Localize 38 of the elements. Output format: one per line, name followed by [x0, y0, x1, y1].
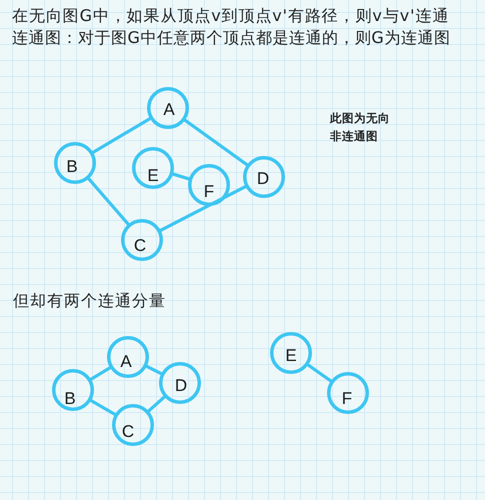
- vertex-label: A: [120, 352, 132, 370]
- vertex-circle: [327, 372, 369, 414]
- vertex-circle: [54, 142, 96, 184]
- note-text: 此图为无向非连通图: [330, 110, 390, 145]
- edge-line: [86, 177, 130, 226]
- edge-line: [146, 395, 166, 413]
- vertex-label: C: [122, 422, 134, 440]
- vertex-label: D: [256, 170, 270, 186]
- vertex-label: E: [285, 346, 297, 364]
- edge-line: [145, 364, 163, 376]
- vertex-circle: [112, 404, 154, 446]
- vertex-label: D: [174, 376, 188, 394]
- vertex-label: B: [64, 390, 76, 406]
- vertex-circle: [107, 336, 149, 378]
- heading-text: 但却有两个连通分量: [13, 291, 166, 310]
- description-text: 连通图：对于图G中任意两个顶点都是连通的，则G为连通图: [12, 28, 450, 48]
- vertex-label: C: [134, 236, 146, 254]
- edge-line: [89, 366, 112, 382]
- description-text: 在无向图G中，如果从顶点v到顶点v'有路径，则v与v'连通: [12, 6, 450, 26]
- vertex-label: A: [163, 100, 175, 118]
- vertex-circle: [243, 156, 285, 198]
- vertex-label: F: [342, 390, 352, 406]
- vertex-circle: [132, 147, 174, 189]
- vertex-circle: [188, 164, 230, 206]
- edge-line: [172, 172, 190, 181]
- vertex-circle: [159, 362, 201, 404]
- edge-line: [91, 116, 152, 154]
- vertex-circle: [52, 369, 94, 411]
- vertex-circle: [121, 219, 163, 261]
- edge-line: [306, 363, 333, 383]
- vertex-circle: [270, 332, 312, 374]
- vertex-label: F: [204, 182, 214, 200]
- vertex-circle: [147, 87, 189, 129]
- edge-line: [89, 398, 117, 416]
- edge-line: [159, 184, 247, 232]
- edge-line: [183, 118, 249, 167]
- vertex-label: E: [147, 166, 159, 184]
- vertex-label: B: [66, 158, 78, 174]
